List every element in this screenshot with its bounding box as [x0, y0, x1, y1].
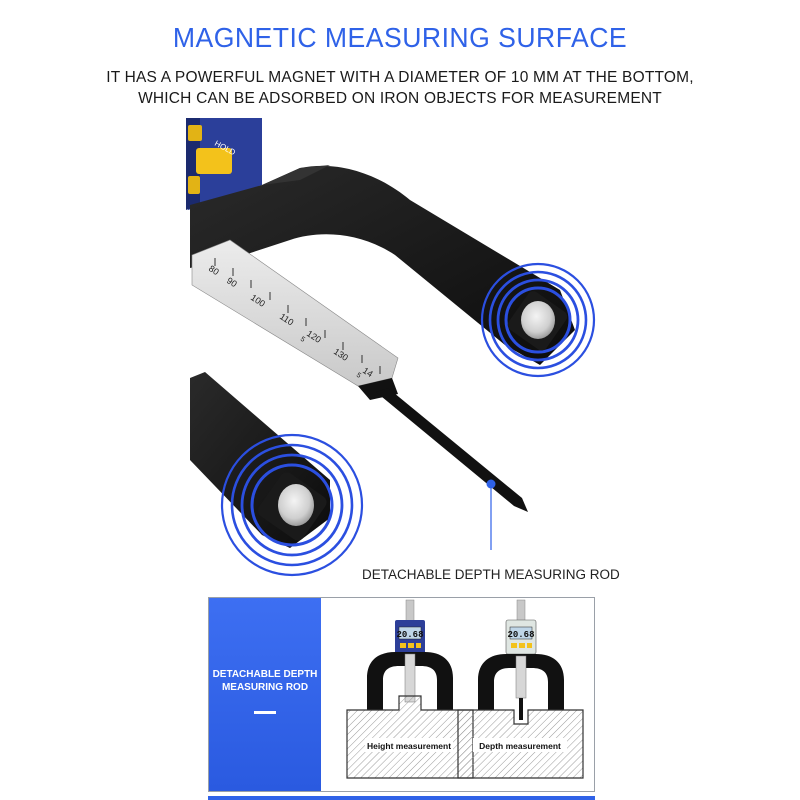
height-caption: Height measurement — [367, 741, 451, 751]
rod-pointer-dot — [486, 479, 496, 489]
depth-rod — [376, 388, 528, 512]
ruler-scale: 80 90 100 110 120 130 14 5 5 — [191, 239, 399, 387]
gauge-body — [190, 165, 575, 365]
page-title: MAGNETIC MEASURING SURFACE — [172, 22, 628, 53]
depth-gauge-illustration: HOLD 80 90 100 110 120 130 14 5 — [186, 118, 596, 577]
height-measurement-diagram: 20.68 Height measurement — [346, 599, 474, 779]
scale-number: 14 — [361, 365, 375, 379]
panel-side-dash — [254, 711, 276, 714]
hold-button — [196, 148, 232, 174]
subtitle-line-2: WHICH CAN BE ADSORBED ON IRON OBJECTS FO… — [138, 90, 662, 107]
rod-caption: DETACHABLE DEPTH MEASURING ROD — [362, 567, 620, 582]
usage-diagrams: 20.68 Height measurement 20.68 Depth mea… — [346, 599, 584, 779]
scale-small: 5 — [355, 372, 362, 380]
magnet-left — [278, 484, 314, 526]
panel-side-label: DETACHABLE DEPTH MEASURING ROD — [212, 669, 318, 693]
depth-measurement-diagram: 20.68 Depth measurement — [457, 599, 584, 779]
usage-panel: DETACHABLE DEPTH MEASURING ROD 20.68 Hei… — [208, 597, 595, 792]
bottom-accent-bar — [208, 796, 595, 800]
lcd-value: 20.68 — [396, 630, 423, 640]
panel-side-bar — [209, 598, 321, 791]
lcd-value: 20.68 — [507, 630, 534, 640]
subtitle-line-1: IT HAS A POWERFUL MAGNET WITH A DIAMETER… — [106, 69, 694, 86]
gauge-head: HOLD — [186, 118, 262, 210]
magnet-ring-right — [480, 262, 596, 378]
depth-caption: Depth measurement — [479, 741, 561, 751]
magnet-ring-left — [220, 433, 364, 577]
scale-number: 80 — [207, 263, 221, 277]
scale-number: 90 — [225, 275, 239, 289]
magnet-right — [521, 301, 555, 339]
scale-small: 5 — [299, 336, 306, 344]
